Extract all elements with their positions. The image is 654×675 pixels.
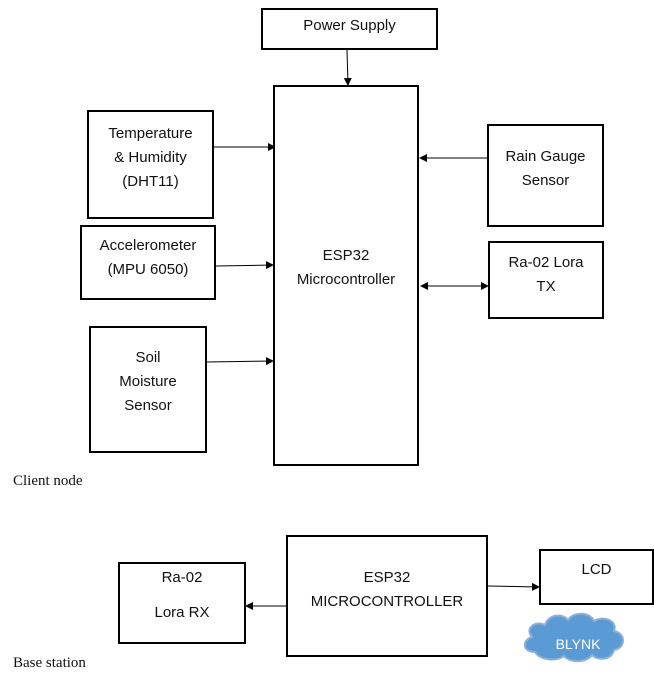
lora-tx-label-line1: Ra-02 Lora	[508, 254, 584, 271]
temperature-label-line1: Temperature	[108, 125, 193, 142]
soil-moisture-box	[89, 326, 207, 453]
soil-label-line2: Moisture	[119, 373, 177, 390]
blynk-label: BLYNK	[555, 636, 601, 652]
rain-gauge-label-line2: Sensor	[521, 172, 570, 189]
temperature-label-line3: (DHT11)	[122, 173, 179, 190]
accelerometer-label-line1: Accelerometer	[99, 237, 197, 254]
power-arrow	[343, 49, 352, 86]
lora-tx-label-line2: TX	[536, 278, 556, 295]
esp32-client-label-line2: Microcontroller	[296, 271, 396, 288]
lcd-box	[539, 549, 654, 605]
soil-arrow	[206, 357, 274, 366]
soil-label-line3: Sensor	[124, 397, 172, 414]
esp32-base-box	[286, 535, 488, 657]
lcd-label: LCD	[581, 561, 612, 578]
rain-gauge-box	[487, 124, 604, 227]
rain-gauge-label-line1: Rain Gauge	[505, 148, 586, 165]
temperature-label-line2: & Humidity	[114, 149, 187, 166]
esp32-base-label-line2: MICROCONTROLLER	[310, 593, 464, 610]
lcd-arrow	[487, 582, 540, 591]
lora-rx-label-line1: Ra-02	[161, 569, 203, 586]
lora-rx-box	[118, 562, 246, 644]
blynk-cloud	[523, 612, 624, 663]
lora-tx-box	[488, 241, 604, 319]
temperature-humidity-box	[87, 110, 214, 219]
esp32-base-label-line1: ESP32	[363, 569, 411, 586]
esp32-client-box	[273, 85, 419, 466]
accel-arrow	[215, 261, 274, 270]
soil-label-line1: Soil	[135, 349, 161, 366]
client-node-caption: Client node	[13, 473, 83, 489]
accelerometer-label-line2: (MPU 6050)	[107, 261, 189, 278]
esp32-client-label-line1: ESP32	[322, 247, 370, 264]
power-supply-label: Power Supply	[303, 17, 396, 34]
base-station-caption: Base station	[13, 655, 86, 671]
power-supply-box	[261, 8, 438, 50]
lora-rx-label-line2: Lora RX	[154, 604, 210, 621]
accelerometer-box	[80, 225, 216, 300]
